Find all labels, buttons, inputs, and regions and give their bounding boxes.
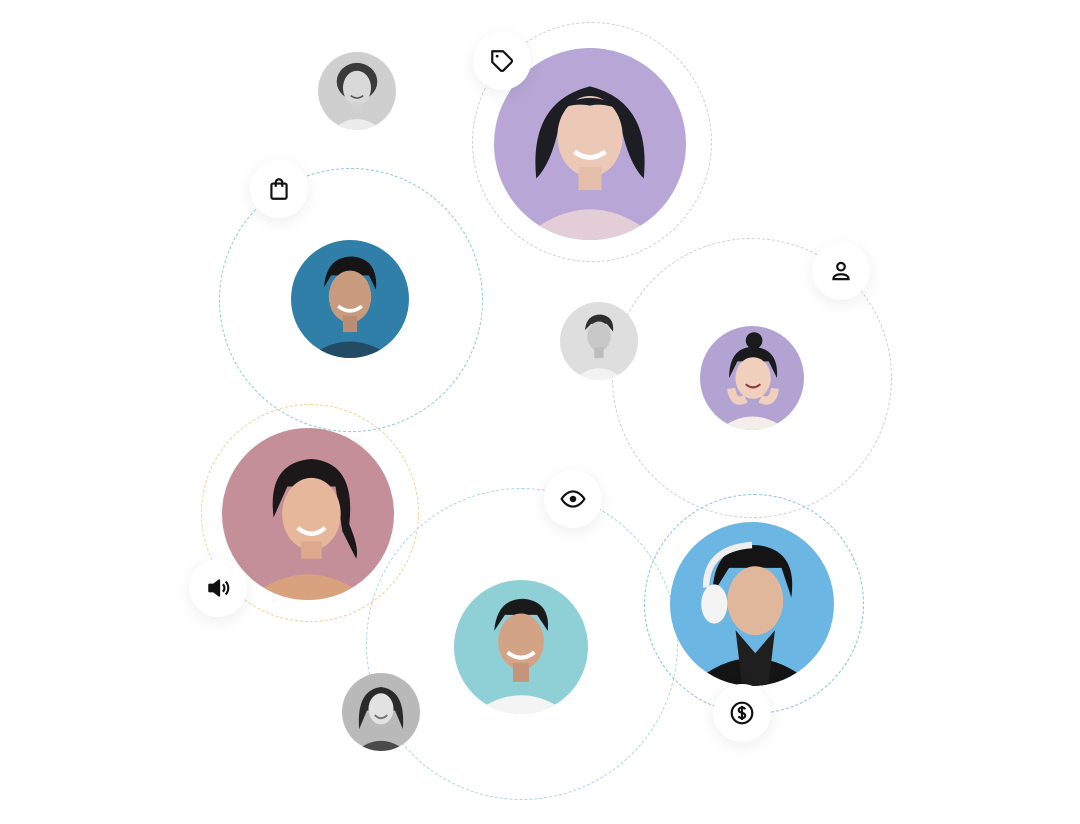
dollar-badge (713, 684, 771, 742)
ring-top (472, 22, 712, 262)
tag-icon (491, 50, 513, 72)
person-icon (832, 261, 850, 281)
dollar-coin-icon (730, 701, 754, 725)
eye-badge (544, 470, 602, 528)
avatar-grayscale-woman-bottom (342, 673, 420, 751)
shopping-bag-icon (270, 178, 288, 200)
speaker-icon (208, 579, 230, 597)
avatar-man-headphones (670, 522, 834, 686)
person-badge (812, 242, 870, 300)
avatar-woman-purple (494, 48, 686, 240)
avatar-woman-rose (222, 428, 394, 600)
avatar-woman-lavender (700, 326, 804, 430)
avatar-grayscale-woman-top (318, 52, 396, 130)
avatar-man-blue (291, 240, 409, 358)
speaker-badge (189, 559, 247, 617)
eye-icon (560, 490, 586, 508)
ring-orange (201, 404, 419, 622)
tag-badge (473, 32, 531, 90)
avatar-man-teal (454, 580, 588, 714)
avatar-grayscale-man (560, 302, 638, 380)
shopping-bag-badge (250, 160, 308, 218)
